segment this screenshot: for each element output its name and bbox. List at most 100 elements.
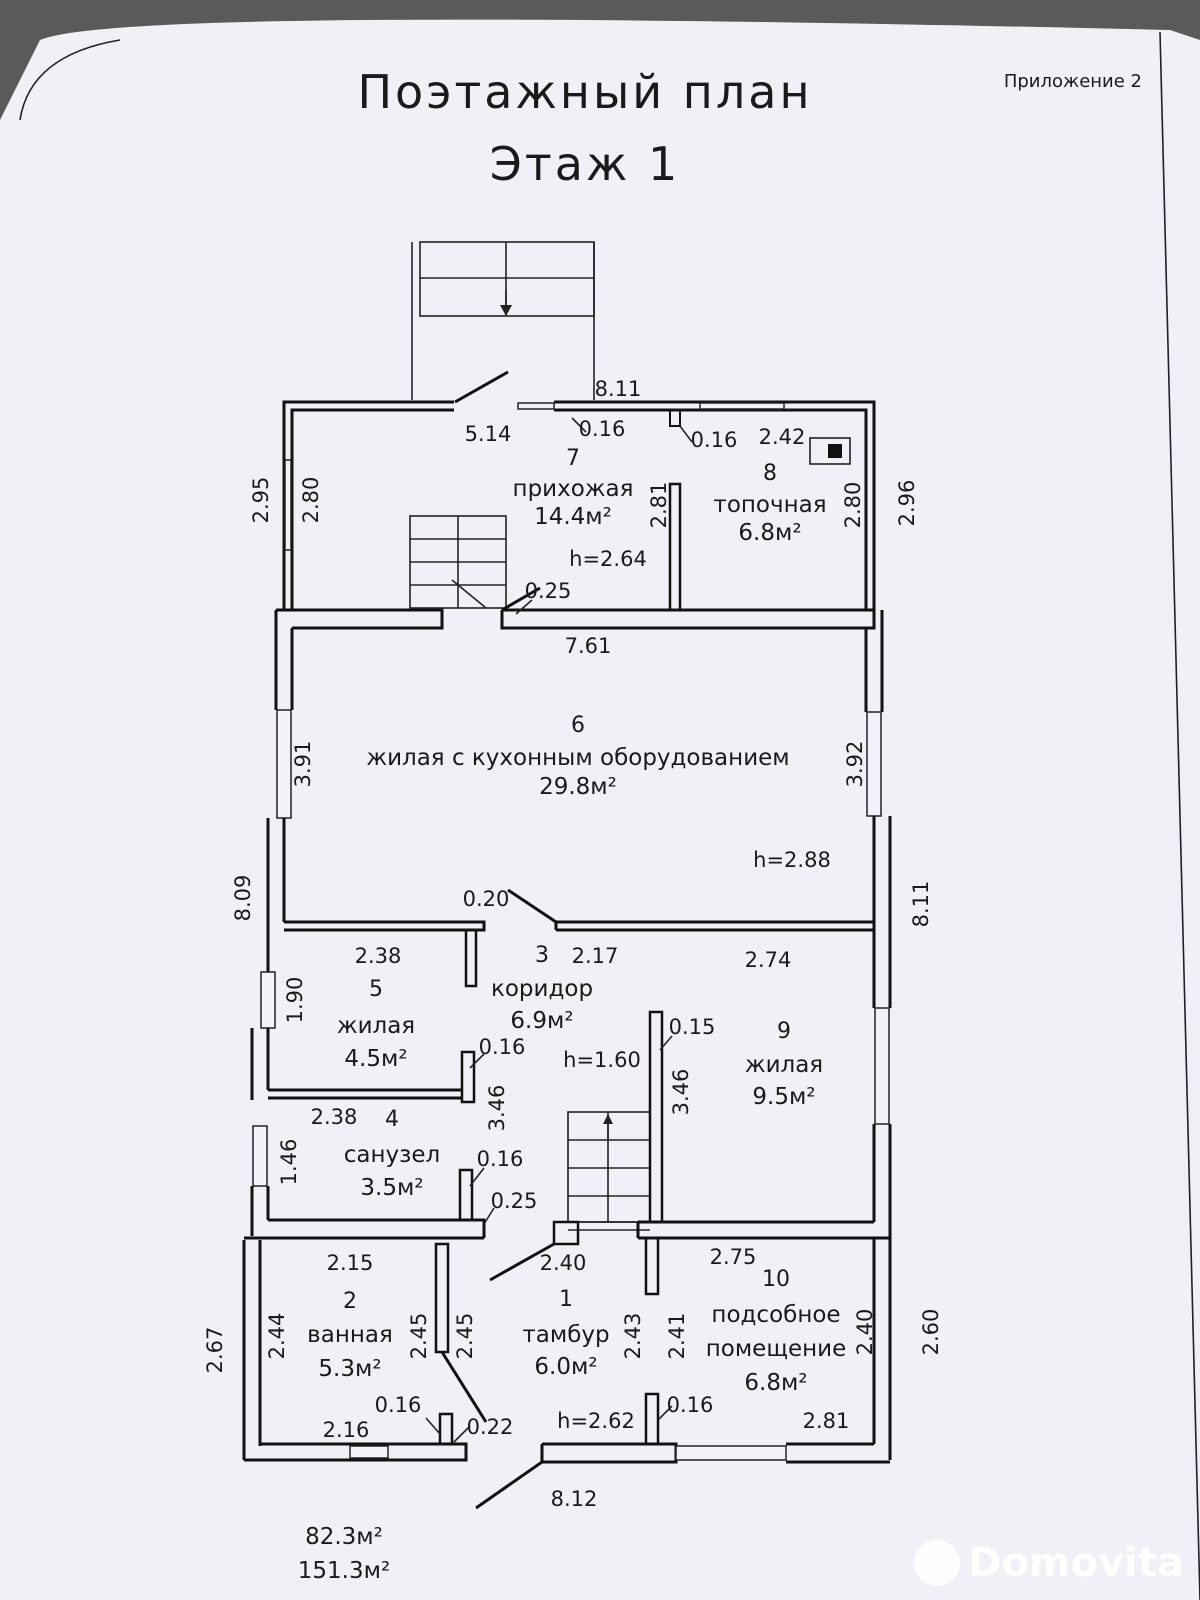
svg-text:2.80: 2.80 [299, 477, 323, 524]
paper-sheet [0, 19, 1200, 1600]
svg-text:2.41: 2.41 [665, 1313, 689, 1360]
svg-text:2.38: 2.38 [311, 1105, 358, 1129]
svg-text:санузел: санузел [344, 1142, 440, 1168]
room-7: 7 прихожая 14.4м² h=2.64 [513, 446, 647, 571]
svg-text:0.15: 0.15 [669, 1015, 716, 1039]
svg-text:h=2.88: h=2.88 [753, 848, 831, 872]
paper-right-border [1159, 31, 1200, 1600]
room-8: 8 топочная 6.8м² [713, 461, 826, 546]
svg-text:2.16: 2.16 [323, 1418, 370, 1442]
svg-text:2.81: 2.81 [647, 482, 671, 529]
room-3: 3 коридор 6.9м² h=1.60 [491, 943, 641, 1072]
svg-text:2.44: 2.44 [265, 1313, 289, 1360]
svg-text:8.12: 8.12 [551, 1487, 598, 1511]
svg-text:82.3м²: 82.3м² [305, 1524, 383, 1550]
svg-text:3.46: 3.46 [485, 1085, 509, 1132]
svg-text:3.46: 3.46 [669, 1069, 693, 1116]
svg-text:0.16: 0.16 [691, 428, 738, 452]
svg-text:4: 4 [385, 1107, 399, 1132]
svg-text:4.5м²: 4.5м² [344, 1046, 407, 1072]
svg-text:коридор: коридор [491, 976, 593, 1002]
svg-text:h=1.60: h=1.60 [563, 1048, 641, 1072]
svg-text:0.16: 0.16 [375, 1393, 422, 1417]
svg-text:тамбур: тамбур [522, 1322, 609, 1348]
svg-text:ванная: ванная [307, 1322, 393, 1348]
svg-text:h=2.62: h=2.62 [557, 1409, 635, 1433]
room-2: 2 ванная 5.3м² [307, 1289, 393, 1382]
svg-text:2.38: 2.38 [355, 944, 402, 968]
svg-text:0.16: 0.16 [479, 1035, 526, 1059]
domovita-logo-icon [914, 1540, 961, 1586]
svg-text:151.3м²: 151.3м² [298, 1558, 390, 1584]
svg-text:2.45: 2.45 [407, 1313, 431, 1360]
svg-text:2.81: 2.81 [803, 1409, 850, 1433]
svg-text:0.20: 0.20 [463, 887, 510, 911]
svg-text:6.0м²: 6.0м² [534, 1354, 597, 1380]
svg-text:подсобное: подсобное [711, 1302, 840, 1328]
svg-text:8.09: 8.09 [231, 875, 255, 922]
svg-text:6.8м²: 6.8м² [738, 520, 801, 546]
svg-text:9: 9 [777, 1019, 791, 1044]
svg-text:6.9м²: 6.9м² [510, 1008, 573, 1034]
room-1: 1 тамбур 6.0м² h=2.62 [522, 1287, 634, 1433]
svg-text:10: 10 [762, 1267, 790, 1292]
svg-text:2.75: 2.75 [710, 1245, 757, 1269]
svg-text:5: 5 [369, 977, 383, 1002]
svg-text:2: 2 [343, 1289, 357, 1314]
svg-text:2.40: 2.40 [853, 1309, 877, 1356]
svg-text:прихожая: прихожая [513, 476, 634, 502]
room-5: 5 жилая 4.5м² [337, 977, 415, 1072]
svg-text:жилая с кухонным оборудованием: жилая с кухонным оборудованием [366, 745, 789, 771]
floor-subtitle: Этаж 1 [490, 137, 680, 191]
svg-text:9.5м²: 9.5м² [752, 1084, 815, 1110]
domovita-watermark: Domovita [914, 1540, 1184, 1586]
svg-text:жилая: жилая [745, 1052, 823, 1078]
appendix-label: Приложение 2 [1004, 71, 1142, 92]
svg-text:6: 6 [571, 713, 585, 738]
dimension-labels: 8.11 5.14 0.16 0.16 2.42 0.25 7.61 0.20 … [311, 377, 850, 1511]
svg-text:2.95: 2.95 [249, 477, 273, 524]
svg-text:6.8м²: 6.8м² [744, 1370, 807, 1396]
svg-text:5.3м²: 5.3м² [318, 1356, 381, 1382]
svg-text:7.61: 7.61 [565, 634, 612, 658]
svg-text:0.16: 0.16 [579, 417, 626, 441]
svg-text:2.80: 2.80 [841, 482, 865, 529]
svg-text:3.92: 3.92 [843, 741, 867, 788]
walls [242, 370, 892, 1510]
svg-text:0.25: 0.25 [491, 1189, 538, 1213]
svg-text:1.46: 1.46 [277, 1139, 301, 1186]
svg-text:1.90: 1.90 [283, 977, 307, 1024]
svg-text:0.16: 0.16 [667, 1393, 714, 1417]
svg-text:h=2.64: h=2.64 [569, 547, 647, 571]
area-totals: 82.3м² 151.3м² [298, 1524, 390, 1584]
watermark-text: Domovita [968, 1540, 1184, 1586]
svg-text:2.60: 2.60 [919, 1309, 943, 1356]
svg-text:3: 3 [535, 943, 549, 968]
paper-border-curve [19, 39, 121, 121]
svg-text:жилая: жилая [337, 1013, 415, 1039]
svg-text:3.5м²: 3.5м² [360, 1175, 423, 1201]
svg-text:2.15: 2.15 [327, 1251, 374, 1275]
porch-stairs [411, 241, 595, 400]
svg-text:2.96: 2.96 [895, 480, 919, 527]
vertical-dimension-labels: 2.95 2.80 2.81 2.80 2.96 3.91 3.92 8.09 … [203, 477, 943, 1374]
svg-text:1: 1 [559, 1287, 573, 1312]
svg-text:топочная: топочная [713, 492, 826, 518]
room-6: 6 жилая с кухонным оборудованием 29.8м² … [366, 713, 830, 872]
svg-text:помещение: помещение [706, 1336, 847, 1362]
room-4: 4 санузел 3.5м² [344, 1107, 440, 1201]
svg-text:3.91: 3.91 [291, 741, 315, 788]
svg-text:8.11: 8.11 [909, 881, 933, 928]
svg-text:8: 8 [763, 461, 777, 486]
room-9: 9 жилая 9.5м² [745, 1019, 823, 1110]
svg-text:0.25: 0.25 [525, 579, 572, 603]
svg-text:0.22: 0.22 [467, 1415, 514, 1439]
svg-text:2.40: 2.40 [540, 1251, 587, 1275]
svg-text:2.45: 2.45 [453, 1313, 477, 1360]
svg-text:2.43: 2.43 [621, 1313, 645, 1360]
svg-text:5.14: 5.14 [465, 422, 512, 446]
svg-text:29.8м²: 29.8м² [539, 774, 617, 800]
svg-text:8.11: 8.11 [595, 377, 642, 401]
